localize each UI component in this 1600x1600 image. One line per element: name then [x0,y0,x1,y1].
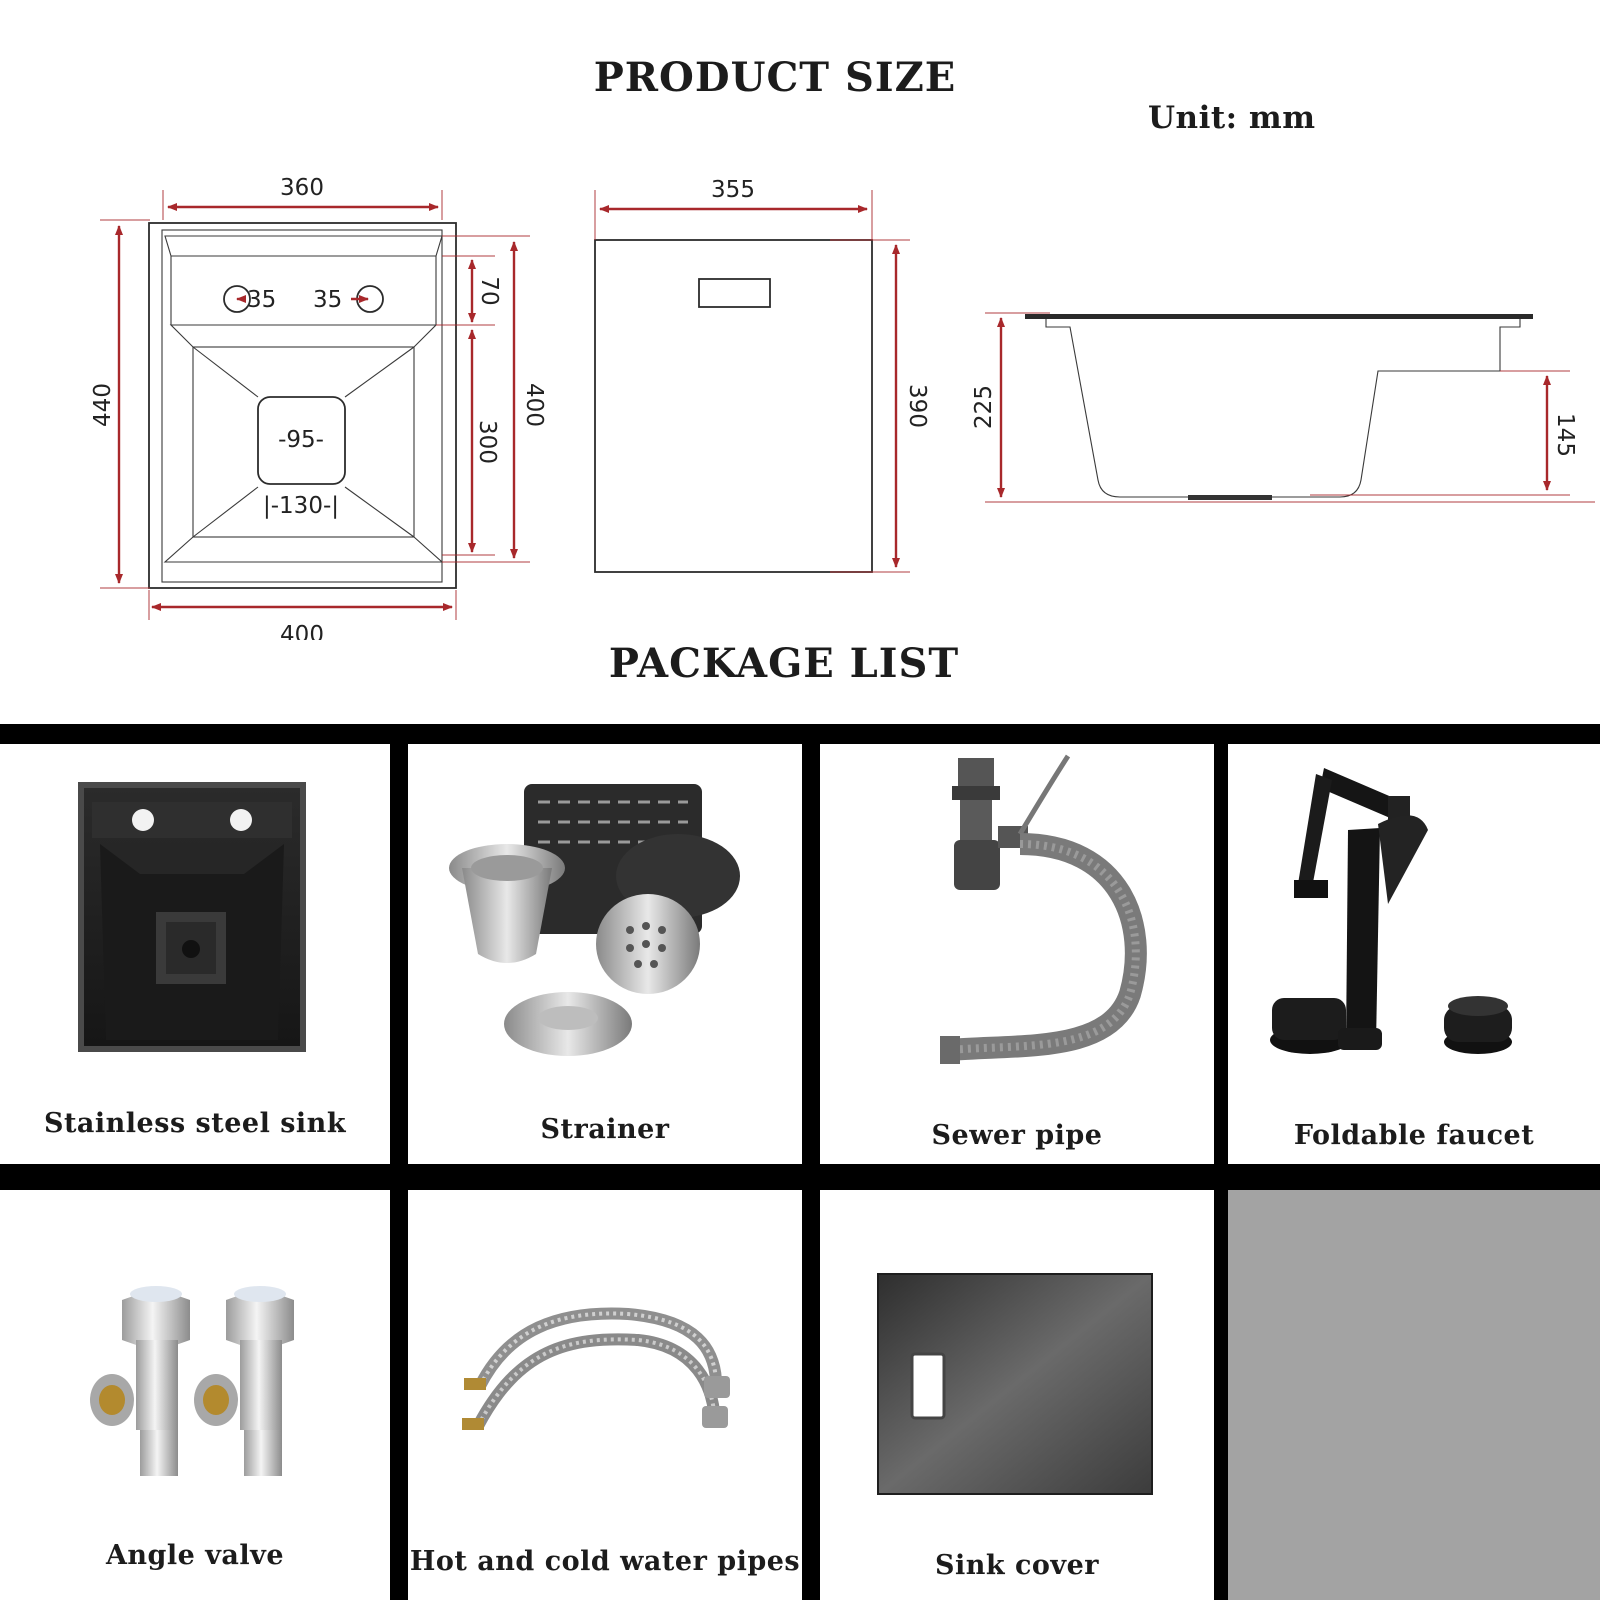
faucet-icon [1270,768,1512,1054]
package-label: Sink cover [934,1550,1100,1581]
dim-total-height: 225 [971,385,997,429]
package-label: Strainer [540,1114,670,1145]
dim-bowl-length: 300 [474,420,500,464]
package-item-water-pipes: Hot and cold water pipes [408,1190,802,1600]
package-label: Angle valve [105,1540,285,1571]
strainer-icon [449,784,740,1056]
water-pipes-icon [462,1307,730,1430]
package-label: Stainless steel sink [43,1108,347,1139]
package-item-sink: Stainless steel sink [0,744,390,1164]
package-grid: Stainless steel sink [0,724,1600,1600]
dim-overall-width: 400 [280,622,324,640]
package-item-sink-cover: Sink cover [820,1190,1214,1600]
dim-inner-width: 360 [280,175,324,201]
package-item-faucet: Foldable faucet [1228,744,1600,1164]
package-label: Sewer pipe [931,1120,1103,1151]
sink-cover-icon [877,1273,1153,1495]
dim-bowl-height: 145 [1552,413,1578,457]
product-size-title: PRODUCT SIZE [593,54,957,101]
package-item-angle-valve: Angle valve [0,1190,390,1600]
angle-valve-icon [90,1286,294,1476]
dim-deck-depth: 70 [476,276,502,305]
package-label: Hot and cold water pipes [409,1546,801,1577]
dim-drain-box: |-130-| [263,493,339,519]
dim-drain-diameter: -95- [278,427,324,453]
dim-tap-hole-right: 35 [313,287,342,313]
cover-front-view: 355 390 [594,177,930,573]
dim-inner-length: 400 [521,383,547,427]
dim-overall-length: 440 [90,383,116,427]
package-item-strainer: Strainer [408,744,802,1164]
sink-side-view: 225 145 [971,312,1595,503]
dim-cover-length: 390 [904,384,930,428]
dimension-diagram: 360 400 440 400 70 300 35 35 -95- |-130-… [90,175,1595,640]
sewer-pipe-icon [940,754,1147,1064]
package-label: Foldable faucet [1293,1120,1535,1151]
package-item-sewer-pipe: Sewer pipe [820,744,1214,1164]
sink-top-view: 360 400 440 400 70 300 35 35 -95- |-130-… [90,175,547,640]
sink-icon [78,782,306,1052]
dim-tap-hole-left: 35 [247,287,276,313]
unit-label: Unit: mm [1148,100,1316,136]
dim-cover-width: 355 [711,177,755,203]
empty-grid-cell [1228,1190,1600,1600]
package-list-title: PACKAGE LIST [608,640,960,687]
